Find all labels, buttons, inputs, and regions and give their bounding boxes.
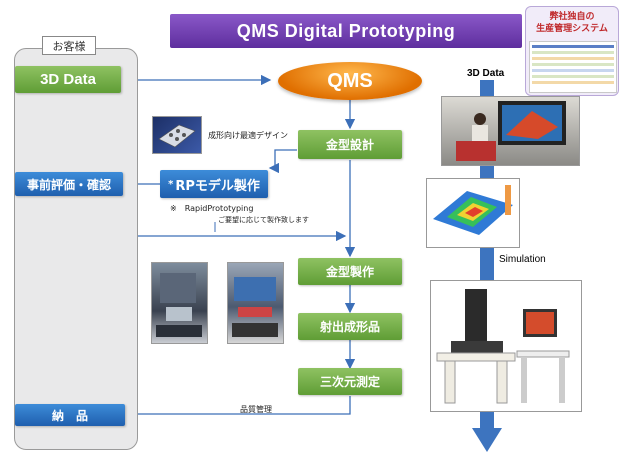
request-note: ご要望に応じて製作致します	[218, 216, 309, 224]
rp-model-label: RPモデル製作	[175, 178, 260, 194]
optimal-design-note: 成形向け最適デザイン	[208, 131, 288, 140]
mold-making-box: 金型製作	[298, 258, 402, 285]
rp-model-star: *	[168, 178, 174, 190]
delivery-box: 納 品	[15, 404, 125, 426]
injection-molding-box: 射出成形品	[298, 313, 402, 340]
simulation-drawing	[433, 185, 513, 235]
simulation-image	[426, 178, 520, 248]
measurement-machine-photo	[430, 280, 582, 412]
quality-control-note: 品質管理	[240, 405, 272, 414]
right-3d-data-label: 3D Data	[467, 68, 505, 79]
rp-model-box: * RPモデル製作	[160, 170, 268, 198]
system-screenshot-thumbnail	[529, 41, 617, 93]
simulation-label: Simulation	[499, 254, 546, 265]
cad-part-drawing	[158, 124, 196, 148]
customer-panel	[14, 48, 138, 450]
cad-part-image	[152, 116, 202, 154]
presentation-drawing	[456, 101, 566, 161]
arrow-design-to-rp	[268, 149, 297, 174]
mold-design-box: 金型設計	[298, 130, 402, 159]
presentation-photo	[441, 96, 580, 166]
arrow-measurement-to-delivery	[126, 396, 351, 420]
system-badge: 弊社独自の 生産管理システム	[525, 6, 619, 96]
three-dim-measurement-box: 三次元測定	[298, 368, 402, 395]
molding-machine-photo	[151, 262, 208, 344]
molding-machine-drawing	[156, 273, 202, 337]
mold-machine-photo	[227, 262, 284, 344]
rapid-prototyping-note: ※ RapidPrototyping	[170, 204, 254, 213]
customer-label: お客様	[42, 36, 96, 55]
customer-3d-data-box: 3D Data	[15, 66, 121, 93]
badge-label: 弊社独自の 生産管理システム	[536, 12, 608, 34]
qms-oval: QMS	[278, 62, 422, 100]
page-title: QMS Digital Prototyping	[170, 14, 522, 48]
mold-machine-drawing	[232, 277, 278, 337]
right-arrow-head	[472, 428, 502, 452]
measurement-machine-drawing	[436, 289, 570, 404]
pre-evaluation-box: 事前評価・確認	[15, 172, 123, 196]
